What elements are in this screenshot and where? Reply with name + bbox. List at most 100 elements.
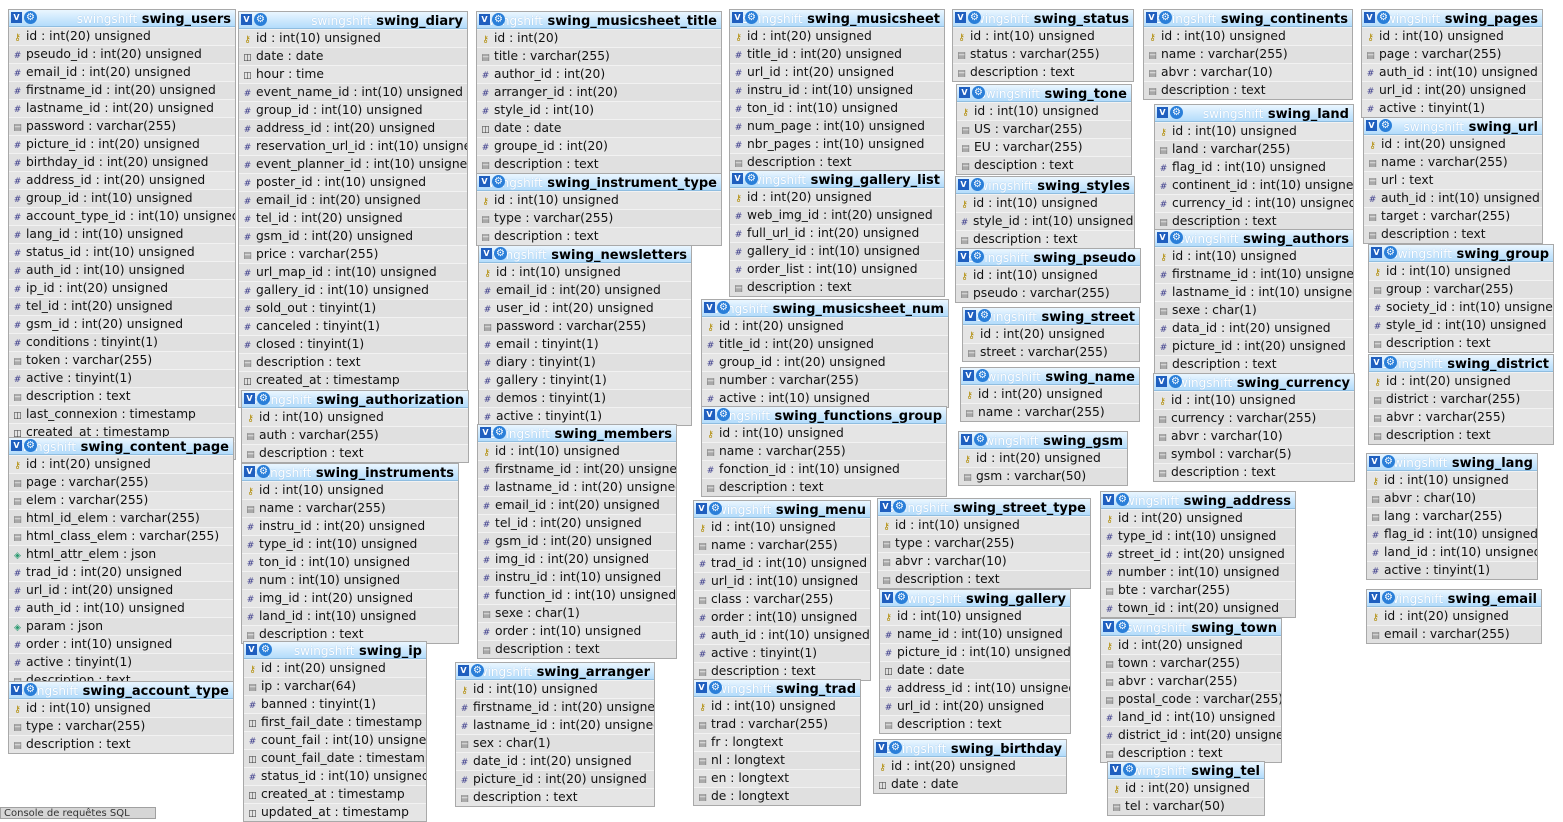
toggle-columns-icon[interactable]: V: [959, 87, 970, 98]
table-swing-group[interactable]: V⚙swingshift swing_group⚷id : int(10) un…: [1368, 244, 1554, 353]
table-options-icon[interactable]: ⚙: [24, 683, 37, 696]
toggle-columns-icon[interactable]: V: [732, 173, 743, 184]
column-row[interactable]: #email_id : int(20) unsigned: [9, 63, 235, 81]
table-swing-musicsheet[interactable]: V⚙swingshift swing_musicsheet⚷id : int(2…: [729, 9, 945, 172]
table-header[interactable]: V⚙swingshift swing_musicsheet: [730, 10, 944, 27]
table-header[interactable]: V⚙swingshift swing_arranger: [456, 663, 654, 680]
table-swing-name[interactable]: V⚙swingshift swing_name⚷id : int(20) uns…: [960, 367, 1140, 422]
column-row[interactable]: #function_id : int(10) unsigned: [478, 586, 676, 604]
table-options-icon[interactable]: ⚙: [257, 392, 270, 405]
column-row[interactable]: ▤description : text: [730, 278, 944, 296]
column-row[interactable]: #groupe_id : int(20): [477, 137, 721, 155]
column-row[interactable]: #tel_id : int(20) unsigned: [478, 514, 676, 532]
column-row[interactable]: ⚷id : int(10) unsigned: [477, 191, 721, 209]
table-header[interactable]: V⚙swingshift swing_functions_group: [702, 407, 946, 424]
table-options-icon[interactable]: ⚙: [978, 309, 991, 322]
table-options-icon[interactable]: ⚙: [1170, 106, 1183, 119]
column-row[interactable]: ⚷id : int(20) unsigned: [730, 27, 944, 45]
column-row[interactable]: ⚷id : int(10) unsigned: [956, 266, 1140, 284]
table-swing-musicsheet-title[interactable]: V⚙swingshift swing_musicsheet_title⚷id :…: [476, 11, 722, 174]
column-row[interactable]: #sold_out : tinyint(1): [239, 299, 467, 317]
column-row[interactable]: ⚷id : int(10) unsigned: [1362, 27, 1542, 45]
column-row[interactable]: #style_id : int(10) unsigned: [1369, 316, 1553, 334]
column-row[interactable]: ⚷id : int(10) unsigned: [880, 607, 1070, 625]
table-swing-continents[interactable]: V⚙swingshift swing_continents⚷id : int(1…: [1143, 9, 1353, 100]
column-row[interactable]: #address_id : int(20) unsigned: [9, 171, 235, 189]
table-header[interactable]: V⚙swingshift swing_tone: [957, 85, 1131, 102]
table-swing-pages[interactable]: V⚙swingshift swing_pages⚷id : int(10) un…: [1361, 9, 1543, 118]
column-row[interactable]: #num_page : int(10) unsigned: [730, 117, 944, 135]
table-options-icon[interactable]: ⚙: [976, 369, 989, 382]
column-row[interactable]: ⚷id : int(10) unsigned: [957, 102, 1131, 120]
column-row[interactable]: #event_name_id : int(10) unsigned: [239, 83, 467, 101]
column-row[interactable]: #active : tinyint(1): [9, 653, 233, 671]
column-row[interactable]: ⚷id : int(10) unsigned: [694, 518, 870, 536]
column-row[interactable]: ⚷id : int(20) unsigned: [1369, 372, 1553, 390]
table-options-icon[interactable]: ⚙: [971, 250, 984, 263]
table-swing-gallery[interactable]: V⚙swingshift swing_gallery⚷id : int(10) …: [879, 589, 1071, 734]
column-row[interactable]: ▤description : text: [477, 155, 721, 173]
column-row[interactable]: #gallery_id : int(10) unsigned: [730, 242, 944, 260]
column-row[interactable]: ▤class : varchar(255): [694, 590, 870, 608]
column-row[interactable]: #user_id : int(20) unsigned: [479, 299, 691, 317]
column-row[interactable]: ◫date : date: [239, 47, 467, 65]
toggle-columns-icon[interactable]: V: [11, 440, 22, 451]
table-swing-currency[interactable]: V⚙swingshift swing_currency⚷id : int(10)…: [1153, 373, 1355, 482]
column-row[interactable]: #name_id : int(10) unsigned: [880, 625, 1070, 643]
column-row[interactable]: ⚷id : int(10) unsigned: [1155, 247, 1353, 265]
table-options-icon[interactable]: ⚙: [717, 408, 730, 421]
table-options-icon[interactable]: ⚙: [745, 11, 758, 24]
column-row[interactable]: ⚷id : int(10) unsigned: [456, 680, 654, 698]
column-row[interactable]: ⚷id : int(10) unsigned: [9, 699, 233, 717]
table-options-icon[interactable]: ⚙: [492, 175, 505, 188]
table-swing-account-type[interactable]: V⚙swingshift swing_account_type⚷id : int…: [8, 681, 234, 754]
table-options-icon[interactable]: ⚙: [889, 741, 902, 754]
column-row[interactable]: ◫last_connexion : timestamp: [9, 405, 235, 423]
column-row[interactable]: ▤description : text: [694, 662, 870, 680]
column-row[interactable]: #email_id : int(20) unsigned: [479, 281, 691, 299]
table-options-icon[interactable]: ⚙: [1384, 246, 1397, 259]
toggle-columns-icon[interactable]: V: [1110, 764, 1121, 775]
column-row[interactable]: ▤abvr : varchar(10): [878, 552, 1090, 570]
table-header[interactable]: V⚙swingshift swing_town: [1101, 619, 1281, 636]
column-row[interactable]: ▤tel : varchar(50): [1108, 797, 1264, 815]
table-options-icon[interactable]: ⚙: [1116, 620, 1129, 633]
column-row[interactable]: #gsm_id : int(20) unsigned: [478, 532, 676, 550]
column-row[interactable]: ▤description : text: [1155, 355, 1353, 373]
table-options-icon[interactable]: ⚙: [745, 172, 758, 185]
table-header[interactable]: V⚙swingshift swing_currency: [1154, 374, 1354, 391]
table-swing-instrument-type[interactable]: V⚙swingshift swing_instrument_type⚷id : …: [476, 173, 722, 246]
column-row[interactable]: #active : tinyint(1): [1362, 99, 1542, 117]
column-row[interactable]: #order : int(10) unsigned: [478, 622, 676, 640]
column-row[interactable]: #district_id : int(20) unsigned: [1101, 726, 1281, 744]
table-options-icon[interactable]: ⚙: [1382, 455, 1395, 468]
column-row[interactable]: #active : tinyint(1): [1367, 561, 1537, 579]
column-row[interactable]: #email_id : int(20) unsigned: [478, 496, 676, 514]
table-swing-styles[interactable]: V⚙swingshift swing_styles⚷id : int(10) u…: [955, 176, 1135, 249]
column-row[interactable]: ◫date : date: [477, 119, 721, 137]
table-options-icon[interactable]: ⚙: [493, 426, 506, 439]
table-swing-authors[interactable]: V⚙swingshift swing_authors⚷id : int(10) …: [1154, 229, 1354, 374]
column-row[interactable]: ▤description : text: [242, 625, 458, 643]
table-swing-tone[interactable]: V⚙swingshift swing_tone⚷id : int(10) uns…: [956, 84, 1132, 175]
toggle-columns-icon[interactable]: V: [955, 12, 966, 23]
column-row[interactable]: #group_id : int(20) unsigned: [702, 353, 948, 371]
table-header[interactable]: V⚙swingshift swing_users: [9, 10, 235, 27]
column-row[interactable]: #status_id : int(10) unsigned: [9, 243, 235, 261]
column-row[interactable]: ▤name : varchar(255): [694, 536, 870, 554]
column-row[interactable]: ▤symbol : varchar(5): [1154, 445, 1354, 463]
table-options-icon[interactable]: ⚙: [1169, 375, 1182, 388]
column-row[interactable]: #active : tinyint(1): [9, 369, 235, 387]
table-header[interactable]: V⚙swingshift swing_land: [1155, 105, 1353, 122]
column-row[interactable]: ▤html_id_elem : varchar(255): [9, 509, 233, 527]
table-options-icon[interactable]: ⚙: [471, 664, 484, 677]
column-row[interactable]: #trad_id : int(10) unsigned: [694, 554, 870, 572]
table-header[interactable]: V⚙swingshift swing_street_type: [878, 499, 1090, 516]
column-row[interactable]: ◫first_fail_date : timestamp: [244, 713, 426, 731]
table-header[interactable]: V⚙swingshift swing_trad: [694, 680, 860, 697]
toggle-columns-icon[interactable]: V: [241, 14, 252, 25]
column-row[interactable]: ▤sexe : char(1): [1155, 301, 1353, 319]
table-header[interactable]: V⚙swingshift swing_address: [1101, 492, 1295, 509]
table-header[interactable]: V⚙swingshift swing_menu: [694, 501, 870, 518]
column-row[interactable]: #tel_id : int(20) unsigned: [9, 297, 235, 315]
